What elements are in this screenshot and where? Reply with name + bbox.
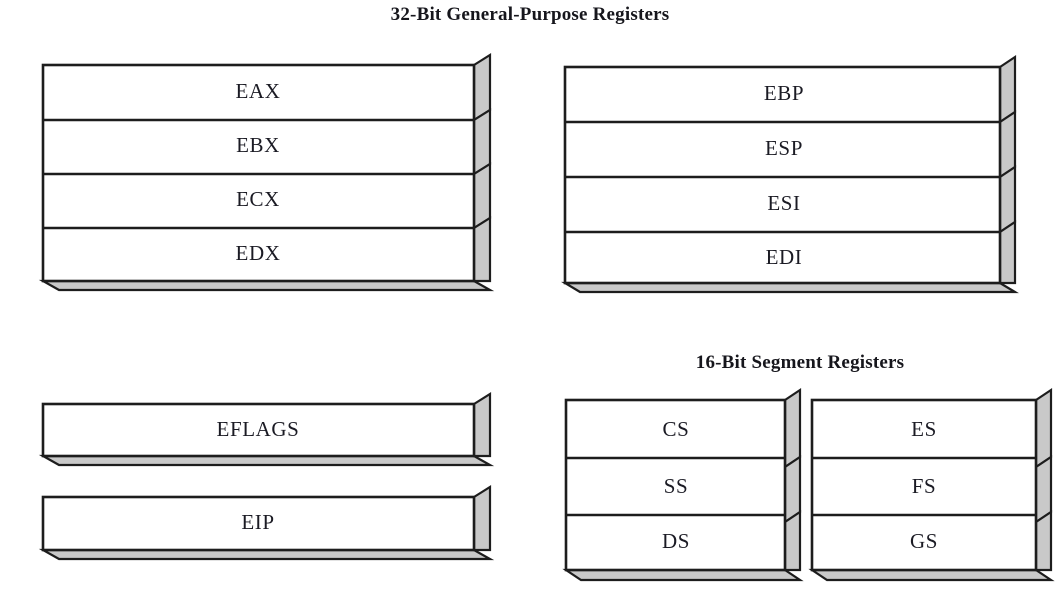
register-box-eip: EIP [38, 485, 495, 561]
page-title-general-purpose-registers: 32-Bit General-Purpose Registers [390, 4, 670, 25]
register-label-ecx: ECX [236, 187, 280, 211]
register-side-panel-gs [1034, 509, 1053, 572]
register-side-panel-es [1034, 387, 1053, 470]
register-stack-segment-right: ES FS GS [808, 387, 1055, 582]
register-side-panel-edi [998, 219, 1017, 285]
register-box-eflags: EFLAGS [38, 392, 495, 467]
register-label-esp: ESP [765, 136, 803, 160]
register-label-eax: EAX [236, 79, 281, 103]
register-label-fs: FS [912, 474, 937, 498]
register-stack-segment-left: CS SS DS [562, 387, 804, 582]
stack-bottom-shadow [38, 279, 495, 292]
register-stack-general-purpose-right: EBP ESP ESI EDI [561, 54, 1019, 294]
register-label-es: ES [911, 417, 937, 441]
register-label-ss: SS [664, 474, 689, 498]
register-face-eflags [41, 402, 476, 458]
register-label-ebx: EBX [236, 133, 280, 157]
stack-bottom-shadow [562, 568, 804, 582]
register-stack-face [564, 398, 787, 572]
register-label-ds: DS [662, 529, 690, 553]
register-stack-general-purpose-left: EAX EBX ECX EDX [38, 53, 495, 292]
section-title-segment-registers: 16-Bit Segment Registers [695, 352, 905, 373]
register-label-eflags: EFLAGS [217, 417, 300, 441]
stack-bottom-shadow [561, 281, 1019, 294]
stack-bottom-shadow [808, 568, 1055, 582]
register-side-panel-cs [783, 387, 802, 470]
register-label-edx: EDX [236, 241, 281, 265]
register-stack-face [563, 65, 1002, 285]
register-label-edi: EDI [766, 245, 803, 269]
register-bottom-shadow-eflags [38, 454, 495, 467]
register-stack-face [810, 398, 1038, 572]
register-label-ebp: EBP [764, 81, 804, 105]
register-side-panel-edx [472, 216, 492, 283]
register-bottom-shadow-eip [38, 548, 495, 561]
register-label-gs: GS [910, 529, 938, 553]
register-side-panel-ds [783, 509, 802, 572]
register-label-eip: EIP [241, 510, 274, 534]
register-side-panel-eip [472, 485, 492, 552]
register-label-esi: ESI [767, 191, 800, 215]
register-side-panel-eflags [472, 392, 492, 458]
register-face-eip [41, 495, 476, 552]
register-label-cs: CS [663, 417, 690, 441]
